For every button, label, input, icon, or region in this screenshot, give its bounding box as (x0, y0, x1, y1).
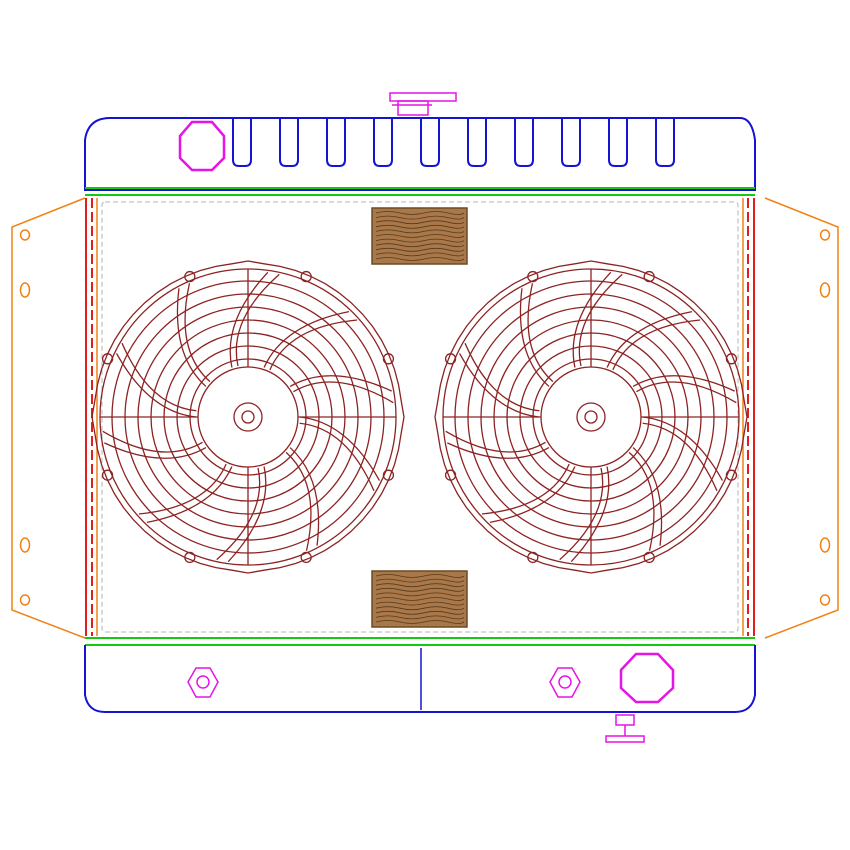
fan-mount-tab (382, 353, 395, 365)
fan-motor-housing (197, 366, 299, 468)
fan-hub (576, 402, 606, 432)
fan-blade (289, 375, 392, 392)
fan-mount-tab (725, 353, 738, 365)
left-drain-fitting (187, 667, 219, 698)
fan-blade (299, 416, 381, 481)
fan-blade (176, 288, 207, 387)
fan-hub (233, 402, 263, 432)
fan-frame (91, 260, 405, 574)
top-tank (84, 117, 756, 191)
core-right-edge (742, 198, 755, 636)
fin-slot (326, 118, 346, 167)
outlet-octagon (619, 652, 675, 704)
fan-mount-tab (382, 469, 395, 481)
fan-left (91, 260, 405, 574)
fin-slot (279, 118, 299, 167)
fan-mount-tab (300, 551, 312, 564)
fan-blade (642, 416, 724, 481)
fan-motor-housing (540, 366, 642, 468)
fan-blade (489, 466, 576, 524)
fin-slot (561, 118, 581, 167)
mounting-hole (819, 537, 831, 553)
fan-mount-tab (444, 353, 457, 365)
fin-slot (373, 118, 393, 167)
fan-guard-ring (189, 358, 307, 476)
fin-slot (514, 118, 534, 167)
fan-mount-tab (444, 469, 457, 481)
shroud-pad-bottom (371, 570, 468, 628)
fan-blade (458, 353, 540, 418)
fin-slot (467, 118, 487, 167)
mounting-hole (19, 537, 31, 553)
fan-blade (227, 466, 267, 563)
fan-blade (104, 442, 207, 459)
fan-mount-tab (643, 270, 655, 283)
fin-slot (655, 118, 675, 167)
fan-frame (434, 260, 748, 574)
fan-blade (447, 442, 550, 459)
mounting-hole (819, 282, 831, 298)
fan-blade (632, 375, 735, 392)
fan-blade (570, 466, 610, 563)
fan-mount-tab (101, 353, 114, 365)
fan-blade (632, 447, 663, 546)
fan-mount-tab (184, 270, 196, 283)
fan-blade (263, 310, 350, 368)
fin-slot (420, 118, 440, 167)
fan-mount-tab (184, 551, 196, 564)
fin-slot (232, 118, 252, 167)
mounting-hole (19, 594, 31, 606)
fan-right (434, 260, 748, 574)
fan-mount-tab (527, 551, 539, 564)
radiator-cap (389, 92, 457, 116)
fan-shaft (584, 410, 598, 424)
fan-blade (146, 466, 233, 524)
fan-mount-tab (643, 551, 655, 564)
drain-petcock (605, 714, 645, 743)
bottom-tank (84, 645, 756, 713)
fan-blade (572, 271, 612, 368)
mounting-hole (819, 594, 831, 606)
right-mounting-bracket (764, 197, 839, 639)
fin-slot (608, 118, 628, 167)
fan-mount-tab (725, 469, 738, 481)
fan-mount-tab (300, 270, 312, 283)
right-bracket-holes (819, 229, 831, 606)
fan-mount-tab (101, 469, 114, 481)
fan-shroud-outline (101, 201, 739, 633)
mounting-hole (19, 229, 31, 241)
fan-shaft (241, 410, 255, 424)
fan-blade (289, 447, 320, 546)
right-drain-fitting (549, 667, 581, 698)
fan-blade (229, 271, 269, 368)
fan-guard-ring (532, 358, 650, 476)
shroud-pad-top (371, 207, 468, 265)
mounting-hole (19, 282, 31, 298)
fan-blade (519, 288, 550, 387)
left-bracket-holes (19, 229, 31, 606)
fan-blade (606, 310, 693, 368)
top-tank-filler-octagon (178, 120, 226, 172)
top-tank-fin-slots (232, 118, 675, 167)
mounting-hole (819, 229, 831, 241)
fan-mount-tab (527, 270, 539, 283)
fan-blade (115, 353, 197, 418)
left-mounting-bracket (11, 197, 86, 639)
